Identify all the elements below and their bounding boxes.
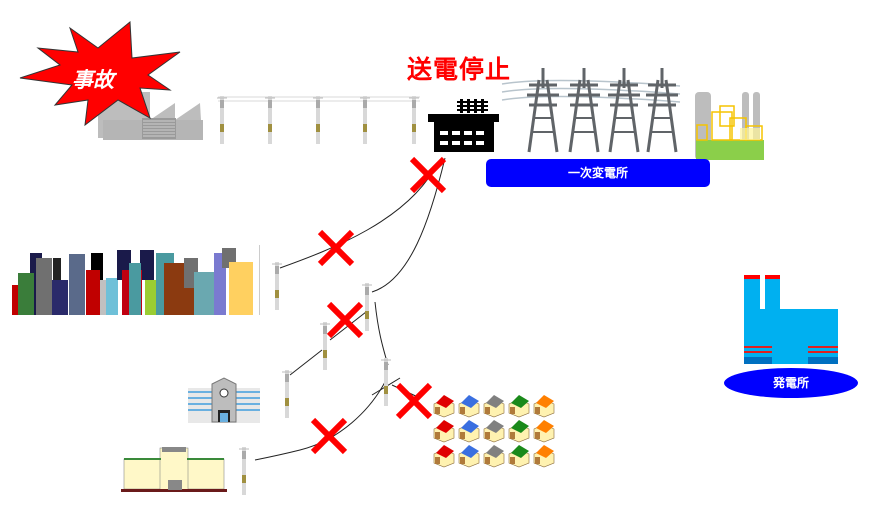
house-icon <box>458 445 480 468</box>
industrial-plant-icon <box>695 92 764 160</box>
utility-pole-icon <box>313 96 323 144</box>
utility-pole-icon <box>282 370 292 418</box>
house-icon <box>508 445 530 468</box>
house-icon <box>483 445 505 468</box>
cut-mark-icon <box>395 382 433 420</box>
school-building-icon <box>121 447 227 492</box>
cut-mark-icon <box>317 229 355 267</box>
utility-pole-icon <box>217 96 227 144</box>
house-icon <box>508 420 530 443</box>
house-icon <box>433 445 455 468</box>
utility-pole-icon <box>265 96 275 144</box>
cut-mark-icon <box>326 301 364 339</box>
utility-pole-icon <box>381 358 391 406</box>
utility-pole-icon <box>239 447 249 495</box>
power-plant-icon <box>744 275 838 364</box>
house-icon <box>458 395 480 418</box>
transmission-tower-icon <box>568 68 600 153</box>
house-icon <box>433 420 455 443</box>
city-skyline-icon <box>12 245 260 315</box>
explosion-burst-icon <box>19 20 181 127</box>
house-icon <box>433 395 455 418</box>
primary-substation-label: 一次変電所 <box>486 159 710 187</box>
cut-mark-icon <box>310 417 348 455</box>
house-icon <box>533 395 555 418</box>
house-icon <box>458 420 480 443</box>
transmission-tower-icon <box>646 68 678 153</box>
house-icon <box>483 395 505 418</box>
house-icon <box>508 395 530 418</box>
clock-building-icon <box>188 377 260 423</box>
house-icon <box>483 420 505 443</box>
accident-label: 事故 <box>72 68 114 92</box>
power-plant-label: 発電所 <box>724 368 858 398</box>
power-stop-label: 送電停止 <box>407 55 512 84</box>
utility-pole-icon <box>360 96 370 144</box>
transmission-tower-icon <box>608 68 640 153</box>
utility-pole-icon <box>362 283 372 331</box>
house-icon <box>533 420 555 443</box>
transmission-tower-icon <box>527 68 559 153</box>
utility-pole-icon <box>320 322 330 370</box>
utility-pole-icon <box>409 96 419 144</box>
house-icon <box>533 445 555 468</box>
utility-pole-icon <box>272 262 282 310</box>
feeder-lines <box>254 157 446 461</box>
distribution-substation-icon <box>428 99 499 152</box>
cut-mark-icon <box>409 156 447 194</box>
